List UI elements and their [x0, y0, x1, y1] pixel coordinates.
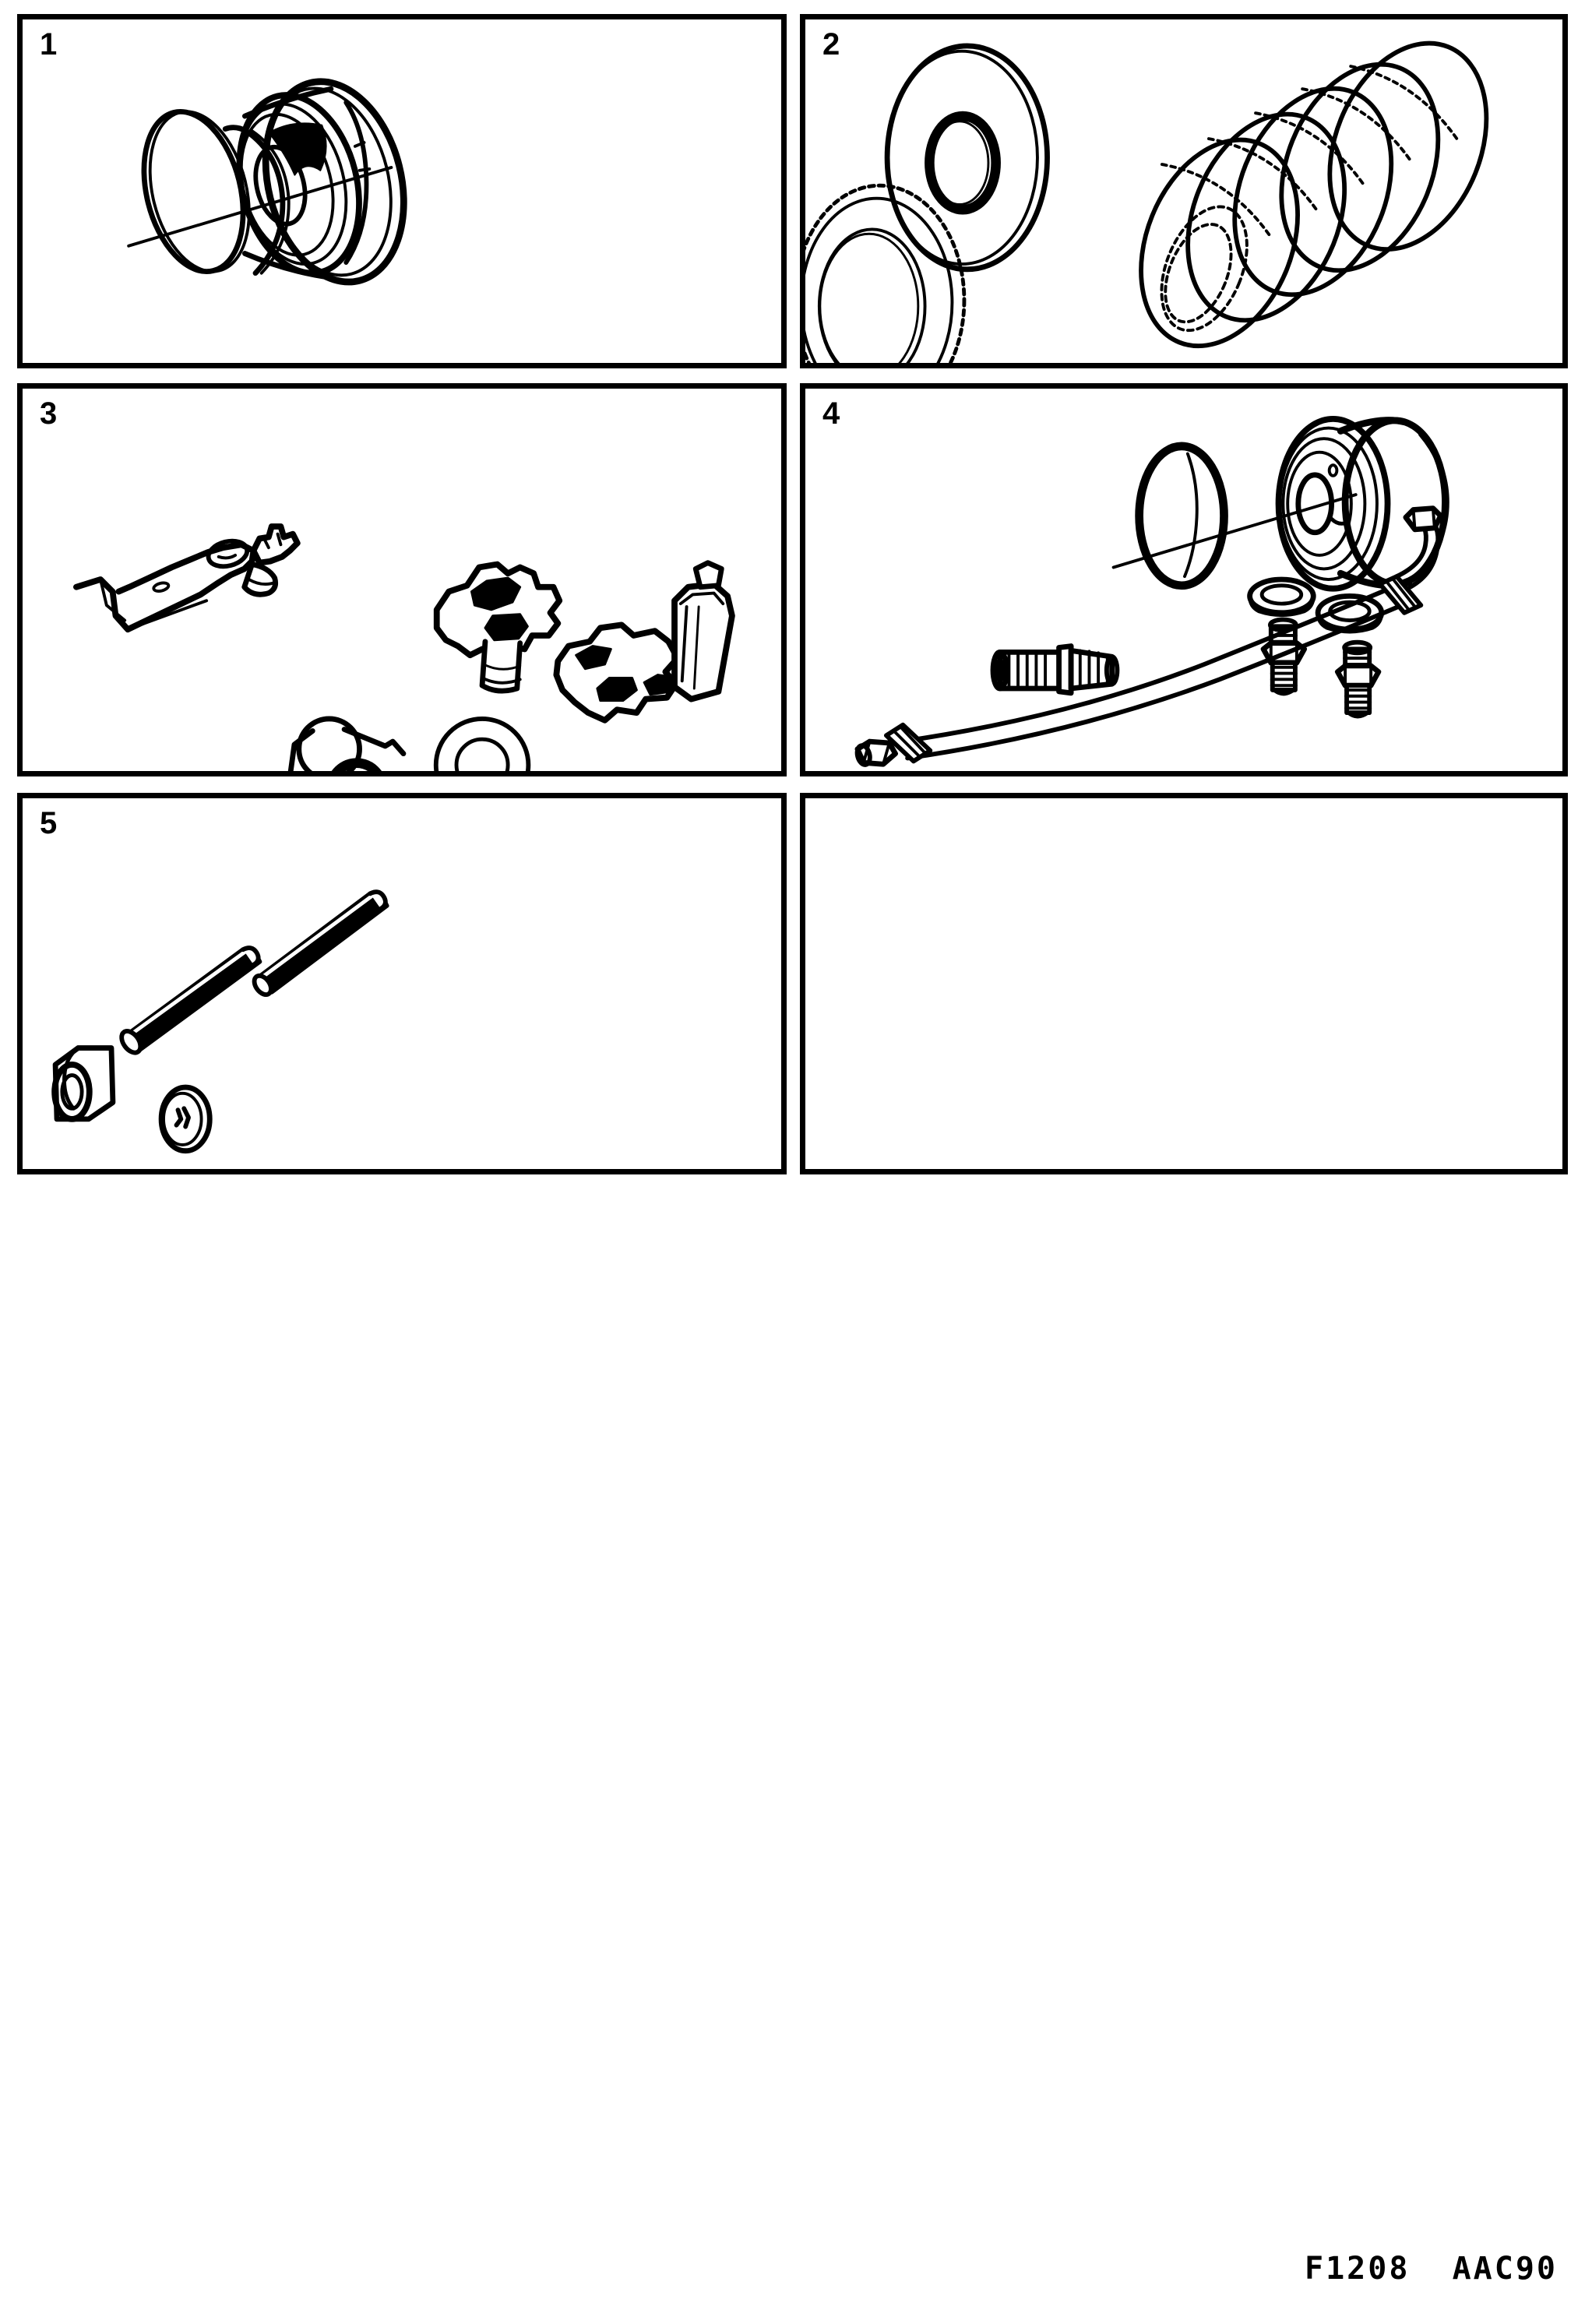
panel-1-artwork: [23, 19, 781, 363]
panel-6-artwork: [805, 798, 1562, 1169]
panel-number-3: 3: [40, 396, 58, 431]
drawing-reference-code: F1208 AAC90: [1305, 2251, 1558, 2287]
panel-4[interactable]: 4: [800, 383, 1568, 776]
centerline-axis: [1111, 493, 1358, 569]
panel-6-empty[interactable]: [800, 793, 1568, 1174]
panel-grid: 1: [17, 14, 1568, 2238]
panel-2[interactable]: 2: [800, 14, 1568, 368]
flat-washer: [433, 717, 531, 771]
panel-5[interactable]: 5: [17, 793, 787, 1174]
cooler-housing-pulley: [1275, 416, 1449, 592]
sealing-washer-1: [1247, 576, 1316, 618]
panel-3-artwork: [23, 389, 781, 771]
centerline-axis: [127, 166, 393, 248]
clutch-drum-housing: [236, 78, 407, 286]
steel-plate-smooth: [884, 43, 1050, 273]
panel-number-4: 4: [822, 396, 840, 431]
friction-disc-splined-1: [805, 183, 967, 363]
panel-3[interactable]: 3: [17, 383, 787, 776]
shaft-short: [119, 945, 262, 1055]
panel-number-5: 5: [40, 806, 58, 840]
threaded-connector-union: [990, 643, 1120, 696]
piston-seal-ring-outer: [141, 108, 251, 274]
friction-disc-splined-6: [1139, 137, 1300, 349]
friction-disc-splined-5: [1185, 111, 1347, 323]
panel-1[interactable]: 1: [17, 14, 787, 368]
friction-disc-splined-4: [1232, 86, 1394, 298]
panel-number-1: 1: [40, 27, 58, 62]
flexible-oil-hose: [854, 505, 1444, 767]
solenoid-valve-assembly: [553, 560, 735, 724]
panel-2-artwork: [805, 19, 1562, 363]
bushing: [51, 1045, 116, 1122]
o-ring-seal: [1135, 442, 1228, 590]
panel-4-artwork: [805, 389, 1562, 771]
retaining-ring-small: [331, 758, 382, 771]
thrust-washer: [158, 1084, 213, 1154]
shaft-long: [252, 889, 389, 998]
spring-clip: [287, 716, 407, 771]
panel-5-artwork: [23, 798, 781, 1169]
detent-lever-bracket: [73, 523, 301, 633]
panel-number-2: 2: [822, 27, 840, 62]
manual-valve-detent-spring: [433, 561, 563, 694]
threaded-nipple-2: [1334, 639, 1382, 719]
